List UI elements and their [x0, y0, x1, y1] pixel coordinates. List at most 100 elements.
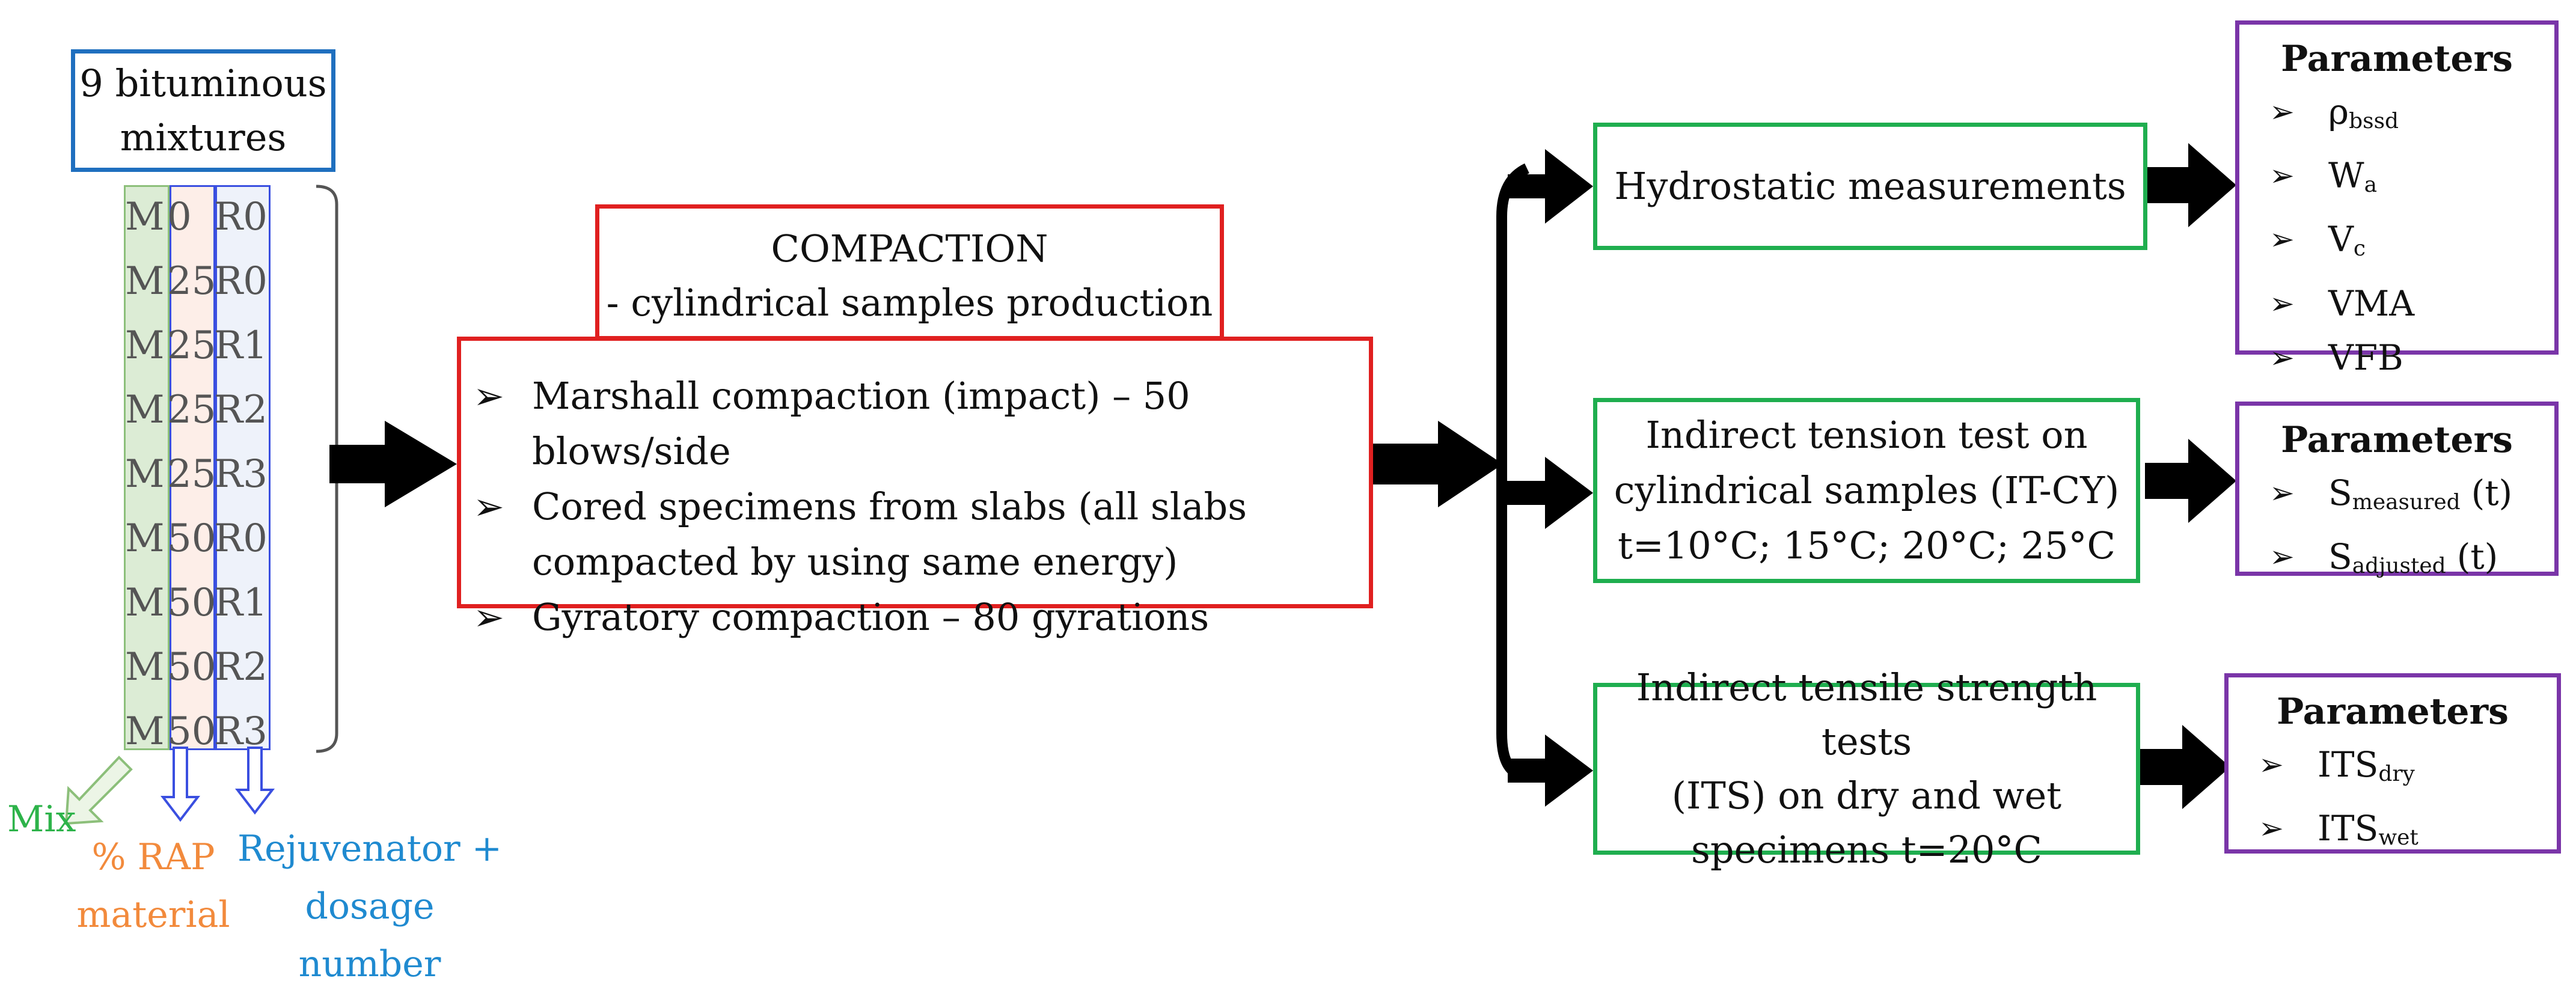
- parameter-subscript: dry: [2378, 762, 2415, 787]
- parameter-symbol: VMA: [2328, 283, 2415, 324]
- compaction-title: COMPACTION: [771, 227, 1048, 270]
- mix-column: [124, 185, 170, 750]
- rap-value: 0: [167, 195, 192, 239]
- rejuvenator-value: R0: [214, 259, 268, 304]
- rejuvenator-value: R0: [214, 195, 268, 239]
- bullet-arrow-icon: ➢: [2269, 340, 2295, 375]
- legend-rap-line-2: material: [76, 894, 230, 936]
- arrow-to-indirect-tension: [1503, 457, 1593, 529]
- mixtures-source-box: 9 bituminous mixtures: [71, 49, 335, 172]
- parameter-symbol: ITS: [2317, 744, 2379, 785]
- parameter-subscript: wet: [2378, 825, 2418, 851]
- parameters-title: Parameters: [2281, 38, 2513, 80]
- arrow-to-branch: [1372, 421, 1503, 507]
- test-line: Indirect tension test on: [1645, 413, 2088, 457]
- parameter-symbol: ITS: [2317, 808, 2379, 849]
- rejuvenator-column: [215, 185, 271, 750]
- mix-letter: M: [125, 195, 165, 239]
- parameter-suffix: (t): [2456, 536, 2498, 578]
- parameter-item: ➢ρbssd: [2269, 85, 2554, 148]
- compaction-list: ➢ Marshall compaction (impact) – 50 blow…: [473, 368, 1357, 645]
- mix-letter: M: [125, 645, 165, 689]
- arrow-to-params-2: [2145, 439, 2236, 523]
- parameter-symbol: W: [2328, 155, 2364, 197]
- parameters-list: ➢ Smeasured (t) ➢ Sadjusted (t): [2269, 466, 2554, 593]
- mix-letter: M: [125, 452, 165, 496]
- parameter-suffix: (t): [2471, 472, 2513, 513]
- test-line: Hydrostatic measurements: [1614, 164, 2126, 209]
- parameter-subscript: measured: [2352, 490, 2461, 515]
- legend-rej-line-1: Rejuvenator +: [237, 828, 502, 870]
- arrow-to-params-3: [2138, 725, 2230, 809]
- parameter-item: ➢ Smeasured (t): [2269, 466, 2554, 530]
- rap-value: 25: [167, 452, 216, 496]
- compaction-header-box: COMPACTION - cylindrical samples product…: [595, 204, 1224, 379]
- bullet-arrow-icon: ➢: [2259, 811, 2284, 846]
- parameter-item: ➢Vc: [2269, 212, 2554, 276]
- parameter-symbol: S: [2328, 536, 2352, 578]
- mix-letter: M: [125, 323, 165, 368]
- bullet-arrow-icon: ➢: [2259, 747, 2284, 782]
- parameter-item: ➢ VFB: [2269, 331, 2554, 385]
- rap-column: [170, 185, 215, 750]
- test-line: t=10°C; 15°C; 20°C; 25°C: [1618, 524, 2116, 567]
- rejuvenator-value: R1: [214, 581, 268, 625]
- parameters-box-2: Parameters ➢ Smeasured (t) ➢ Sadjusted (t): [2235, 402, 2559, 578]
- bullet-arrow-icon: ➢: [2269, 286, 2295, 321]
- parameter-item: ➢ ITSwet: [2259, 801, 2557, 865]
- rejuvenator-value: R0: [214, 516, 268, 561]
- test-line: specimens t=20°C: [1691, 828, 2042, 872]
- parameter-subscript: adjusted: [2352, 554, 2446, 579]
- branch-trunk: [1496, 163, 1530, 781]
- bullet-arrow-icon: ➢: [473, 595, 504, 639]
- rejuvenator-value: R2: [214, 388, 268, 432]
- parameters-title: Parameters: [2277, 691, 2509, 733]
- bullet-arrow-icon: ➢: [2269, 94, 2295, 129]
- bullet-arrow-icon: ➢: [2269, 539, 2295, 575]
- parameter-symbol: S: [2328, 472, 2352, 513]
- rap-value: 25: [167, 259, 216, 304]
- test-line: cylindrical samples (IT-CY): [1614, 468, 2120, 512]
- rejuvenator-value: R2: [214, 645, 268, 689]
- rap-value: 50: [167, 645, 216, 689]
- rap-value: 25: [167, 388, 216, 432]
- bullet-arrow-icon: ➢: [2269, 158, 2295, 194]
- compaction-item-text: Cored specimens from slabs (all slabs co…: [532, 484, 1247, 584]
- legend-mix-label: Mix: [7, 798, 76, 840]
- test-box-indirect-tension: Indirect tension test on cylindrical sam…: [1593, 398, 2140, 583]
- bullet-arrow-icon: ➢: [2269, 475, 2295, 510]
- rejuvenator-value: R1: [214, 323, 268, 368]
- rap-value: 50: [167, 581, 216, 625]
- mix-letter: M: [125, 259, 165, 304]
- legend-arrows: [64, 747, 275, 825]
- legend-rap-line-1: % RAP: [91, 836, 215, 878]
- parameter-item: ➢Wa: [2269, 148, 2554, 212]
- source-line-1: 9 bituminous: [79, 61, 327, 106]
- legend-rap-label: % RAP material: [72, 828, 234, 944]
- parameter-item: ➢ Sadjusted (t): [2269, 530, 2554, 593]
- test-box-hydrostatic: Hydrostatic measurements: [1593, 123, 2147, 250]
- parameter-subscript: c: [2353, 236, 2366, 261]
- source-line-2: mixtures: [120, 115, 287, 159]
- test-box-its: Indirect tensile strength tests (ITS) on…: [1593, 665, 2140, 872]
- rejuvenator-value: R3: [214, 709, 268, 754]
- flow-arrows: [329, 143, 2236, 809]
- parameter-symbol: V: [2328, 219, 2354, 260]
- rap-value: 50: [167, 709, 216, 754]
- parameters-box-3: Parameters ➢ITSdry➢ITSwet: [2224, 673, 2561, 854]
- parameter-item: ➢ VMA: [2269, 277, 2554, 331]
- rap-value: 25: [167, 323, 216, 368]
- bullet-arrow-icon: ➢: [473, 374, 504, 418]
- mix-letter: M: [125, 516, 165, 561]
- parameter-symbol: VFB: [2328, 337, 2403, 378]
- mix-letter: M: [125, 709, 165, 754]
- compaction-item-text: Gyratory compaction – 80 gyrations: [532, 595, 1210, 639]
- arrow-to-params-1: [2145, 143, 2236, 227]
- arrow-to-compaction: [329, 421, 457, 507]
- parameters-title: Parameters: [2281, 419, 2513, 461]
- mix-letter: M: [125, 388, 165, 432]
- parameters-box-1: Parameters ➢ρbssd➢Wa➢Vc➢VMA➢VFB: [2235, 20, 2559, 378]
- parameter-item: ➢ ITSdry: [2259, 738, 2557, 801]
